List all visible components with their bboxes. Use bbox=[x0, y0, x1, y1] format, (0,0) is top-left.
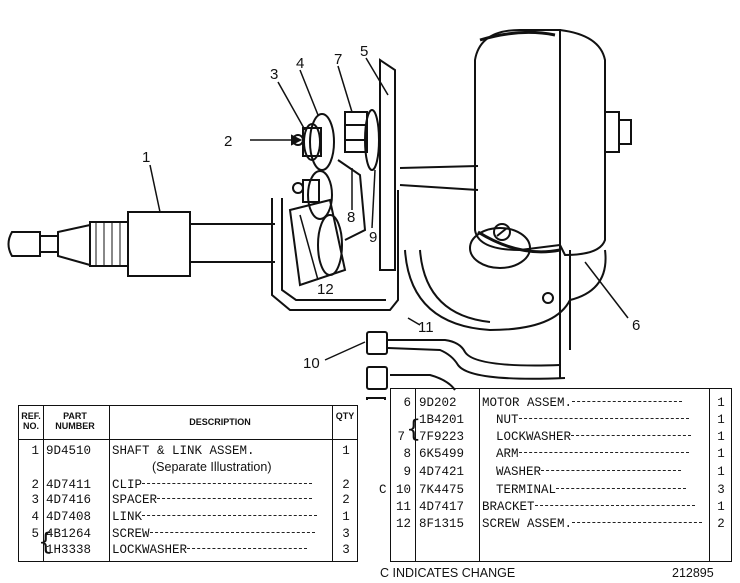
callout-1: 1 bbox=[142, 149, 150, 166]
figure-number: 212895 bbox=[672, 566, 714, 580]
callout-8: 8 bbox=[347, 209, 355, 226]
callout-2: 2 bbox=[224, 133, 232, 150]
callout-6: 6 bbox=[632, 317, 640, 334]
table-row: 5 4B1264 SCREW 3 bbox=[31, 527, 350, 541]
change-legend-note: C INDICATES CHANGE bbox=[380, 566, 516, 580]
parts-table-left: REF. NO. PART NUMBER DESCRIPTION QTY 1 9… bbox=[18, 405, 358, 562]
callout-3: 3 bbox=[270, 66, 278, 83]
callout-numbers: 1 2 3 4 5 6 7 8 9 10 11 12 bbox=[142, 43, 640, 372]
group-brace: { bbox=[406, 415, 422, 443]
table-row: C 10 7K4475 TERMINAL 3 bbox=[379, 483, 725, 497]
callout-5: 5 bbox=[360, 43, 368, 60]
table-row: 9 4D7421 WASHER 1 bbox=[403, 465, 725, 479]
parts-table-right: 6 9D202 MOTOR ASSEM. 1 1B4201 NUT 1 7 7F… bbox=[379, 388, 732, 562]
header-ref-no: REF. NO. bbox=[21, 411, 41, 431]
table-row: 1 9D4510 SHAFT & LINK ASSEM. 1 bbox=[31, 444, 350, 458]
header-description: DESCRIPTION bbox=[189, 417, 251, 427]
group-brace: { bbox=[38, 528, 54, 556]
table-row: 7 7F9223 LOCKWASHER 1 bbox=[397, 430, 725, 444]
shaft-link-drawing bbox=[7, 190, 399, 311]
callout-4: 4 bbox=[296, 55, 304, 72]
table-row: 8 6K5499 ARM 1 bbox=[403, 447, 725, 461]
callout-7: 7 bbox=[334, 51, 342, 68]
callout-12: 12 bbox=[317, 281, 334, 298]
table-row: 4 4D7408 LINK 1 bbox=[31, 510, 350, 524]
table-row: 2 4D7411 CLIP 2 bbox=[31, 478, 350, 492]
exploded-parts-drawing: 1 2 3 4 5 6 7 8 9 10 11 12 bbox=[7, 29, 640, 400]
table-row: 11 4D7417 BRACKET 1 bbox=[395, 500, 725, 514]
wiring-terminals-drawing bbox=[366, 331, 566, 400]
clip-spacer-link-drawing bbox=[250, 113, 335, 220]
motor-assembly-drawing bbox=[379, 29, 632, 350]
callout-9: 9 bbox=[369, 229, 377, 246]
nut-washer-arm-drawing bbox=[337, 109, 380, 241]
table-row: (Separate Illustration) bbox=[152, 460, 272, 474]
table-header bbox=[19, 406, 357, 440]
table-row: 1B4201 NUT 1 bbox=[419, 413, 725, 427]
table-row: 6 9D202 MOTOR ASSEM. 1 bbox=[403, 396, 725, 410]
callout-11: 11 bbox=[418, 319, 434, 336]
table-row: 3 4D7416 SPACER 2 bbox=[31, 493, 350, 507]
leader-lines bbox=[149, 57, 629, 361]
header-part-number: PART NUMBER bbox=[55, 411, 95, 431]
table-row: 1H3338 LOCKWASHER 3 bbox=[46, 543, 350, 557]
header-qty: QTY bbox=[335, 411, 355, 421]
callout-10: 10 bbox=[303, 355, 320, 372]
table-row: 12 8F1315 SCREW ASSEM. 2 bbox=[395, 517, 725, 531]
